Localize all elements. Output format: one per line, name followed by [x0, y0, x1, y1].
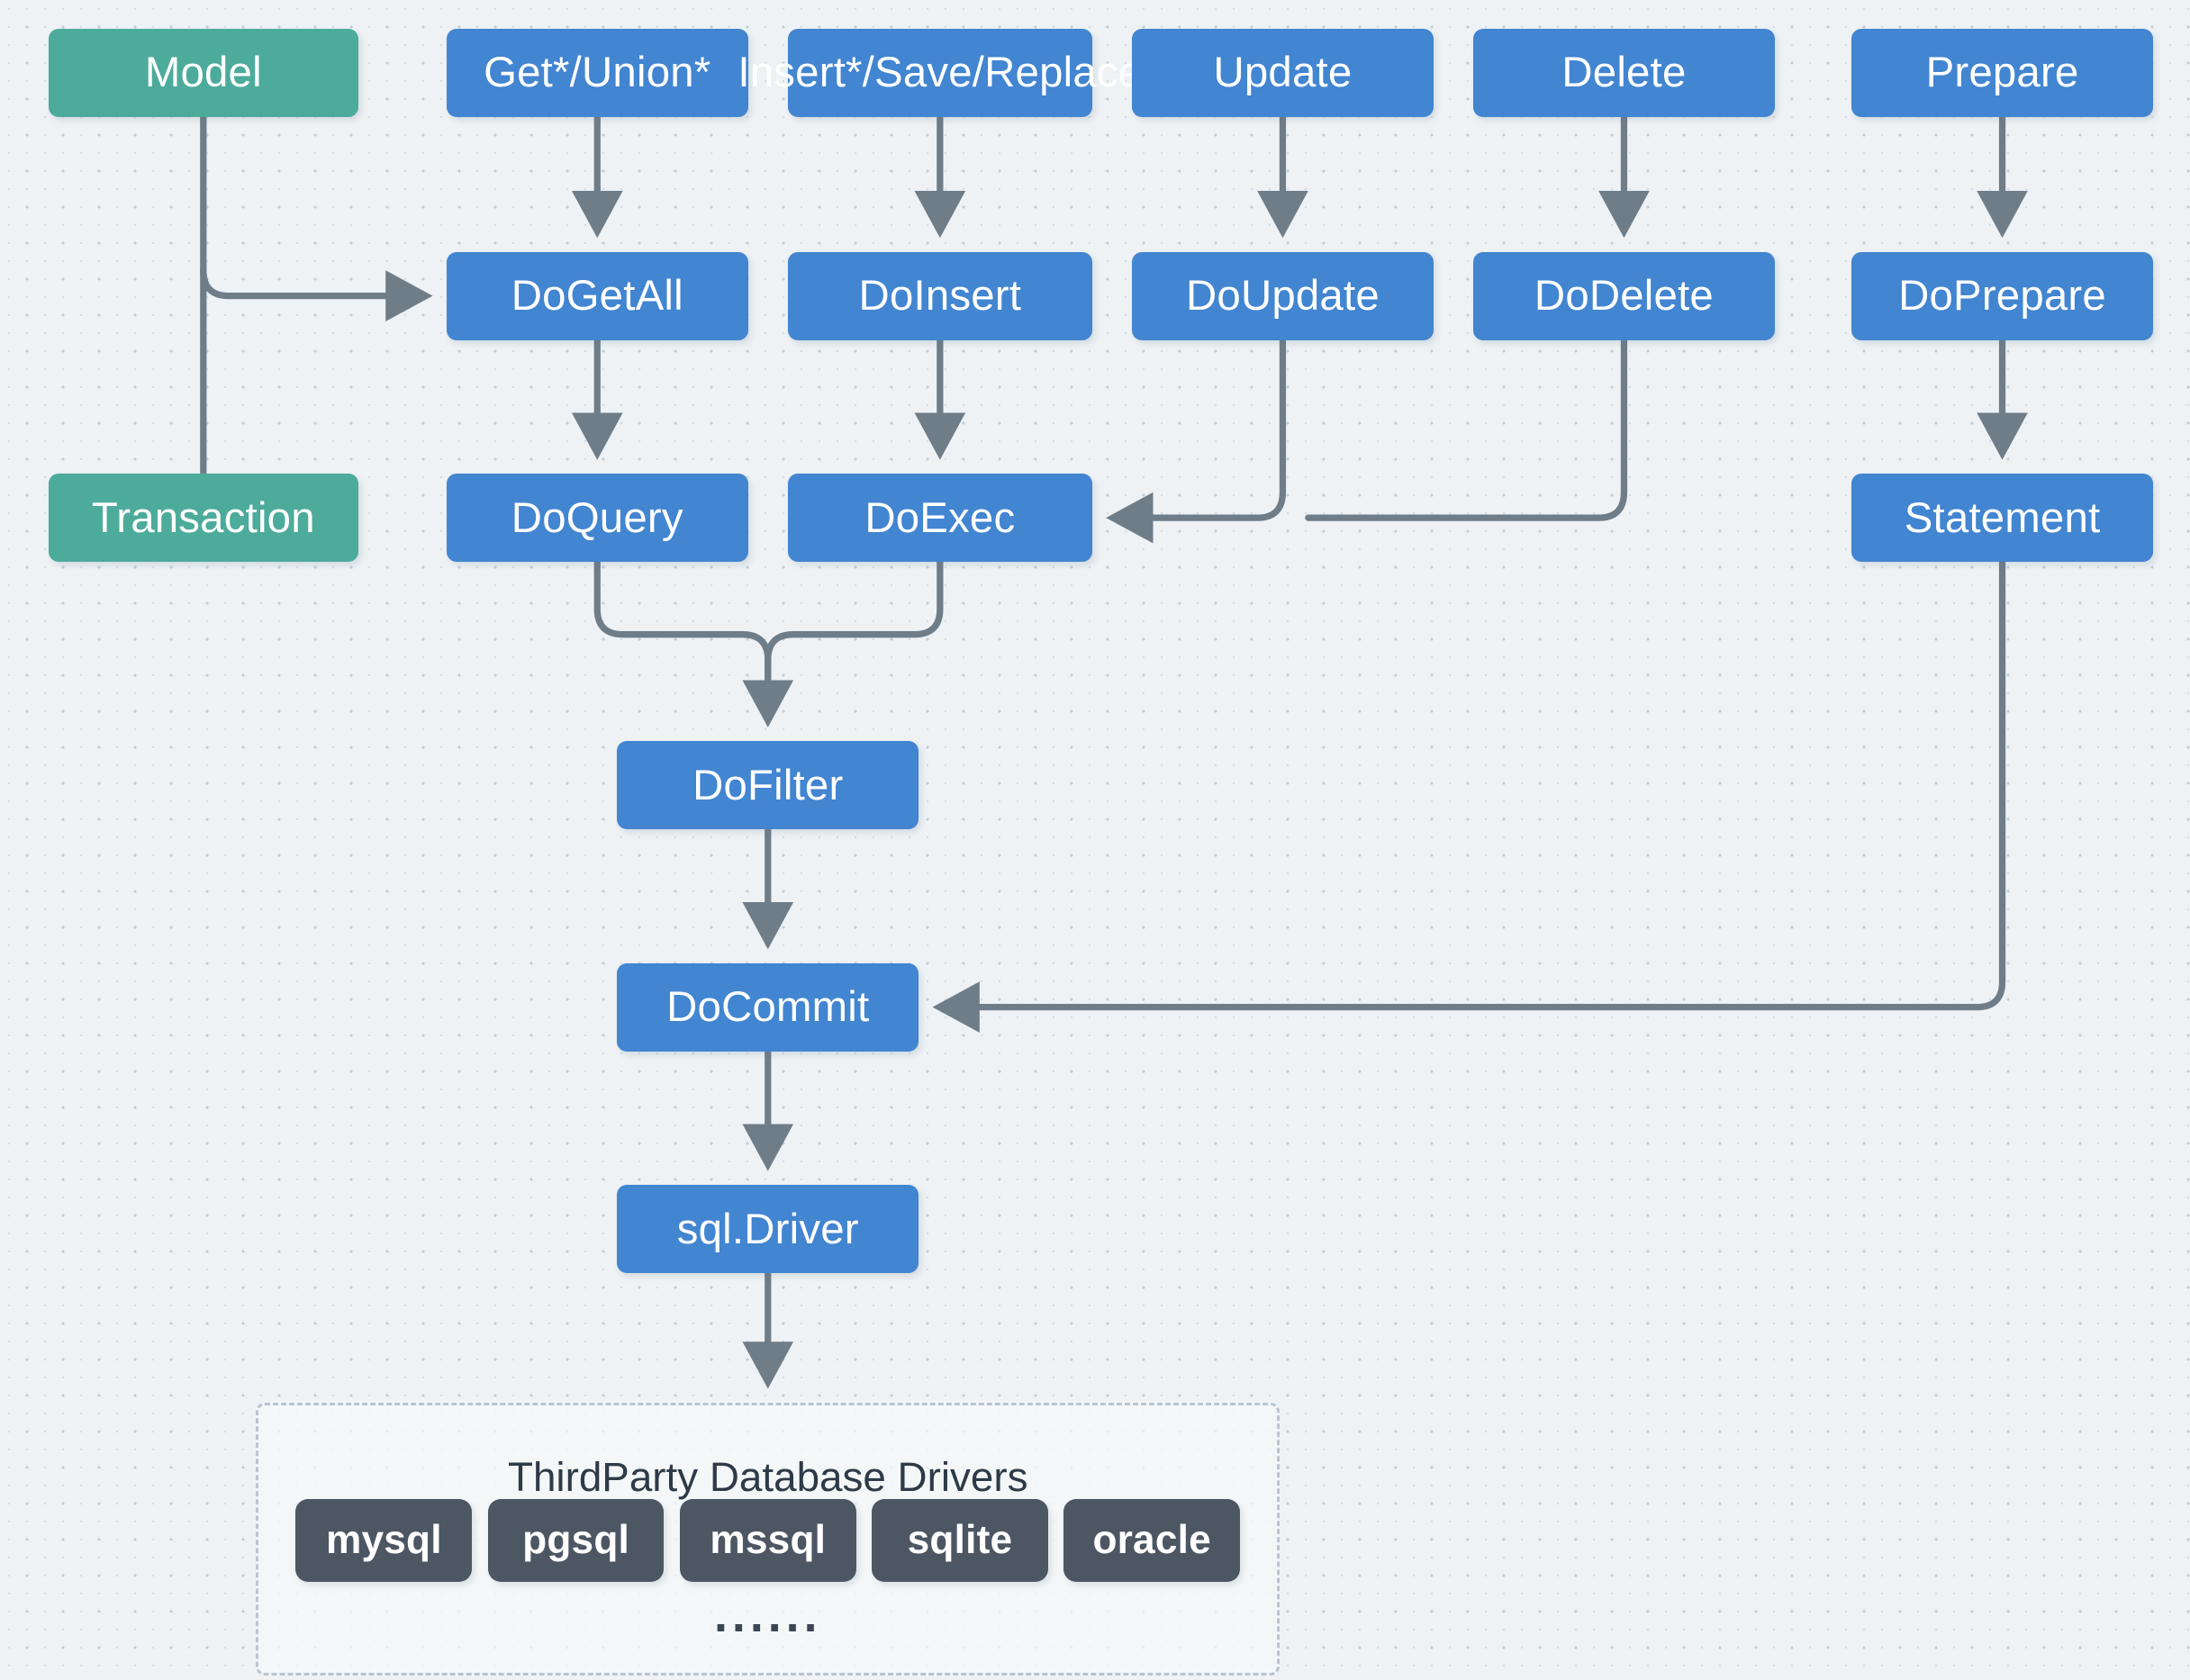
wire-doexec-dofilter	[765, 558, 944, 719]
node-doquery[interactable]: DoQuery	[446, 474, 748, 563]
wire-model-dogetall	[200, 266, 433, 321]
node-doexec[interactable]: DoExec	[787, 474, 1092, 563]
driver-oracle[interactable]: oracle	[1063, 1499, 1241, 1582]
wire-doquery-dofilter	[593, 558, 794, 727]
driver-pgsql[interactable]: pgsql	[487, 1499, 665, 1582]
node-statement[interactable]: Statement	[1851, 474, 2153, 563]
node-docommit[interactable]: DoCommit	[617, 962, 919, 1052]
node-transaction[interactable]: Transaction	[48, 474, 358, 563]
wire-statement-docommit	[932, 558, 2006, 1033]
driver-mysql[interactable]: mysql	[295, 1499, 473, 1582]
node-update[interactable]: Update	[1132, 28, 1434, 117]
driver-mssql[interactable]: mssql	[679, 1499, 856, 1582]
node-dodelete[interactable]: DoDelete	[1473, 251, 1775, 340]
node-doinsert[interactable]: DoInsert	[787, 251, 1092, 340]
node-dofilter[interactable]: DoFilter	[617, 741, 919, 830]
node-prepare[interactable]: Prepare	[1851, 28, 2153, 117]
wire-dodelete-doexec	[1305, 336, 1628, 521]
node-insert-save-replace[interactable]: Insert*/Save/Replace	[738, 28, 1142, 117]
node-doupdate[interactable]: DoUpdate	[1132, 251, 1434, 340]
node-dogetall[interactable]: DoGetAll	[446, 251, 748, 340]
node-doprepare[interactable]: DoPrepare	[1851, 251, 2153, 340]
thirdparty-drivers-title: ThirdParty Database Drivers	[507, 1453, 1028, 1500]
node-get-union[interactable]: Get*/Union*	[446, 28, 748, 117]
node-model[interactable]: Model	[48, 28, 358, 117]
node-sql-driver[interactable]: sql.Driver	[617, 1185, 919, 1274]
wire-doupdate-doexec	[1106, 336, 1287, 544]
node-delete[interactable]: Delete	[1473, 28, 1775, 117]
thirdparty-drivers-ellipsis: ......	[714, 1588, 822, 1643]
driver-sqlite[interactable]: sqlite	[872, 1499, 1048, 1582]
